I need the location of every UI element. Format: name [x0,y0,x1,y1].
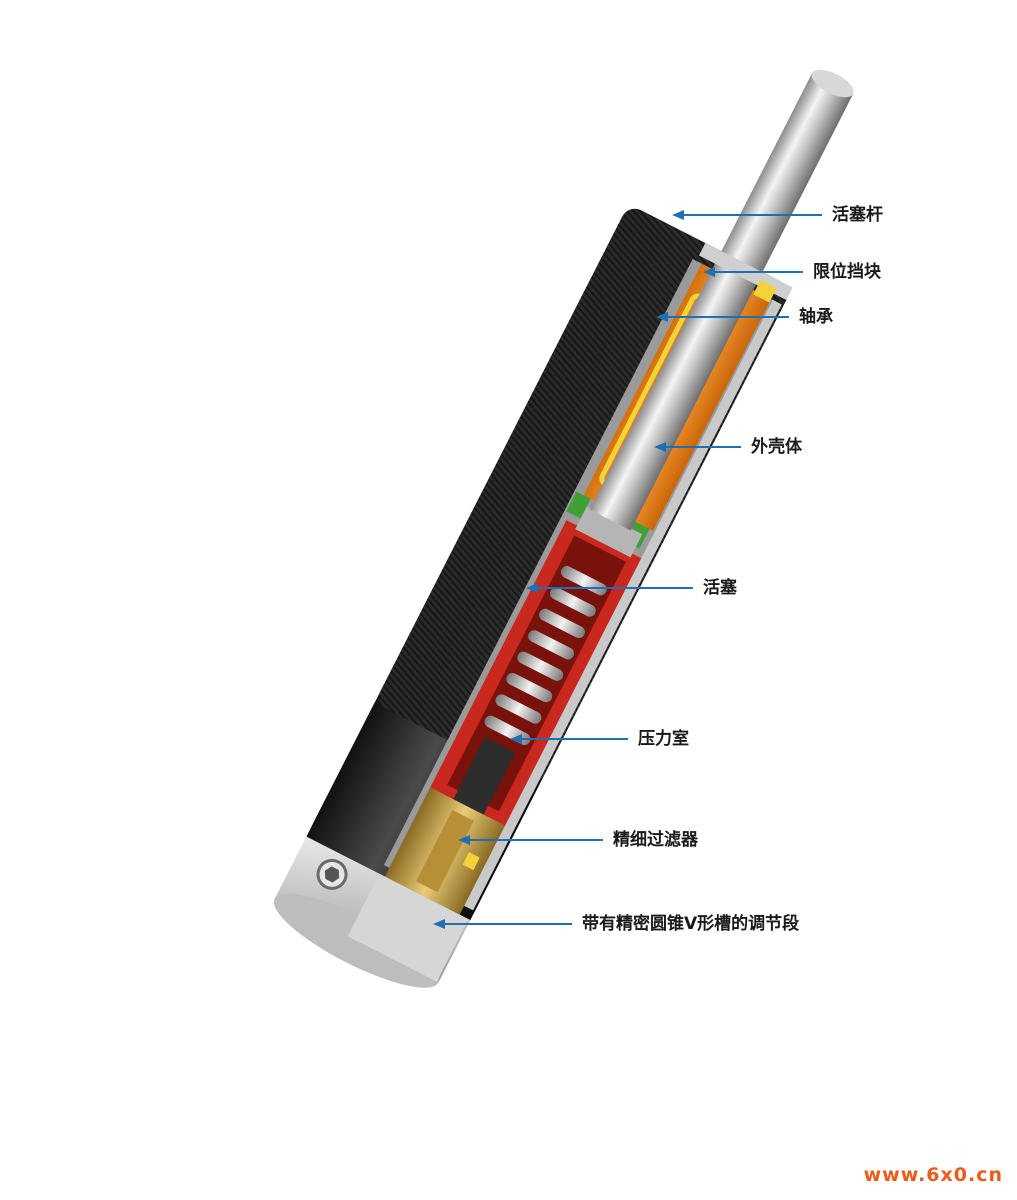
leader-lines [433,210,822,929]
piston-rod-shape [589,73,854,531]
label-fine-filter: 精细过滤器 [613,830,698,850]
label-piston: 活塞 [703,578,737,598]
filter-shape [453,736,516,815]
label-pressure-chamber: 压力室 [638,729,689,749]
label-outer-housing: 外壳体 [751,437,802,457]
label-bearing: 轴承 [799,307,833,327]
watermark: www.6x0.cn [863,1164,1003,1186]
piston-shape [575,506,643,558]
label-piston-rod: 活塞杆 [832,205,883,225]
label-adjustment-section: 带有精密圆锥V形槽的调节段 [582,914,800,934]
label-stop-collar: 限位挡块 [813,262,881,282]
